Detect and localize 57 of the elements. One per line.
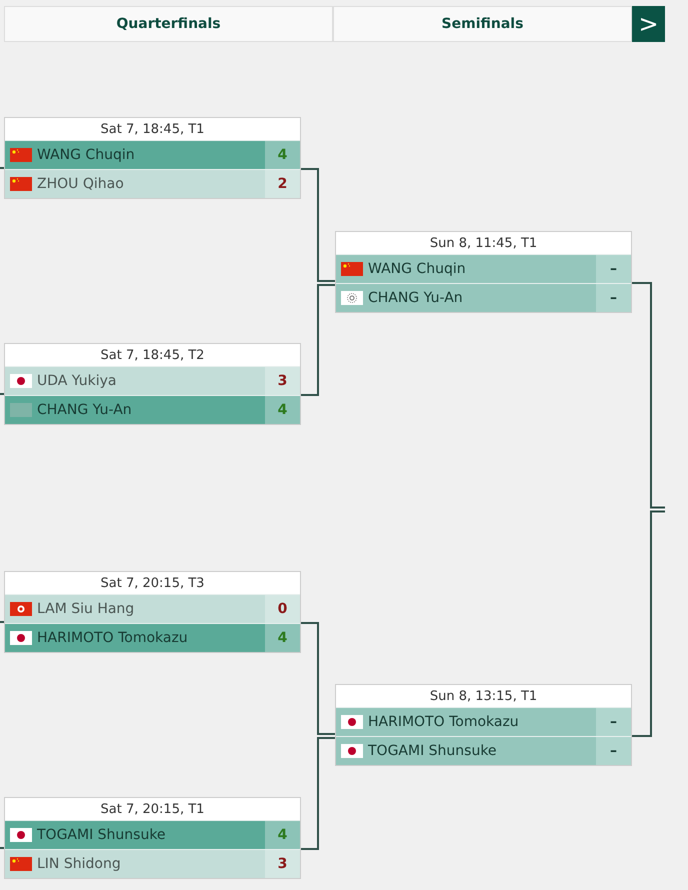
player-row (5, 366, 300, 395)
player-row (5, 140, 300, 169)
player-row (336, 736, 631, 765)
round-tab: Semifinals (333, 6, 632, 42)
player-row (5, 849, 300, 878)
player-name: LAM Siu Hang (37, 601, 136, 617)
round-tab: Quarterfinals (4, 6, 333, 42)
score: – (596, 284, 631, 312)
score: 3 (265, 850, 300, 878)
match-card (335, 231, 632, 313)
score: – (596, 255, 631, 283)
score: 4 (265, 141, 300, 169)
match-time: Sun 8, 11:45, T1 (428, 234, 538, 252)
player-row (5, 395, 300, 424)
match-time: Sun 8, 13:15, T1 (428, 688, 538, 706)
match-time: Sat 7, 20:15, T1 (100, 800, 206, 818)
score: – (596, 737, 631, 765)
match-card (335, 684, 632, 766)
player-row (336, 254, 631, 283)
match-card (4, 797, 301, 879)
score: 2 (265, 170, 300, 198)
player-name: WANG Chuqin (368, 261, 467, 277)
next-button: > (632, 6, 665, 42)
player-name: HARIMOTO Tomokazu (368, 714, 520, 730)
player-row (5, 820, 300, 849)
score: – (596, 708, 631, 736)
score: 4 (265, 821, 300, 849)
match-card (4, 117, 301, 199)
match-time: Sat 7, 18:45, T1 (100, 120, 206, 138)
bracket-connector (632, 510, 665, 737)
bracket-connector (301, 168, 335, 282)
score: 3 (265, 367, 300, 395)
player-name: CHANG Yu-An (37, 402, 133, 418)
score: 0 (265, 595, 300, 623)
bracket-connector (301, 622, 335, 735)
player-row (5, 623, 300, 652)
player-name: WANG Chuqin (37, 147, 136, 163)
bracket-connector (632, 282, 665, 508)
player-name: TOGAMI Shunsuke (368, 743, 498, 759)
score: 4 (265, 396, 300, 424)
match-time: Sat 7, 18:45, T2 (100, 346, 206, 364)
player-row (5, 594, 300, 623)
match-card (4, 571, 301, 653)
player-name: TOGAMI Shunsuke (37, 827, 167, 843)
match-card (4, 343, 301, 425)
player-name: ZHOU Qihao (37, 176, 125, 192)
player-name: UDA Yukiya (37, 373, 118, 389)
bracket-connector (301, 284, 335, 396)
player-name: HARIMOTO Tomokazu (37, 630, 189, 646)
match-time: Sat 7, 20:15, T3 (100, 574, 206, 592)
player-row (336, 707, 631, 736)
player-name: LIN Shidong (37, 856, 122, 872)
player-row (336, 283, 631, 312)
player-name: CHANG Yu-An (368, 290, 464, 306)
bracket-connector (301, 737, 335, 850)
score: 4 (265, 624, 300, 652)
player-row (5, 169, 300, 198)
